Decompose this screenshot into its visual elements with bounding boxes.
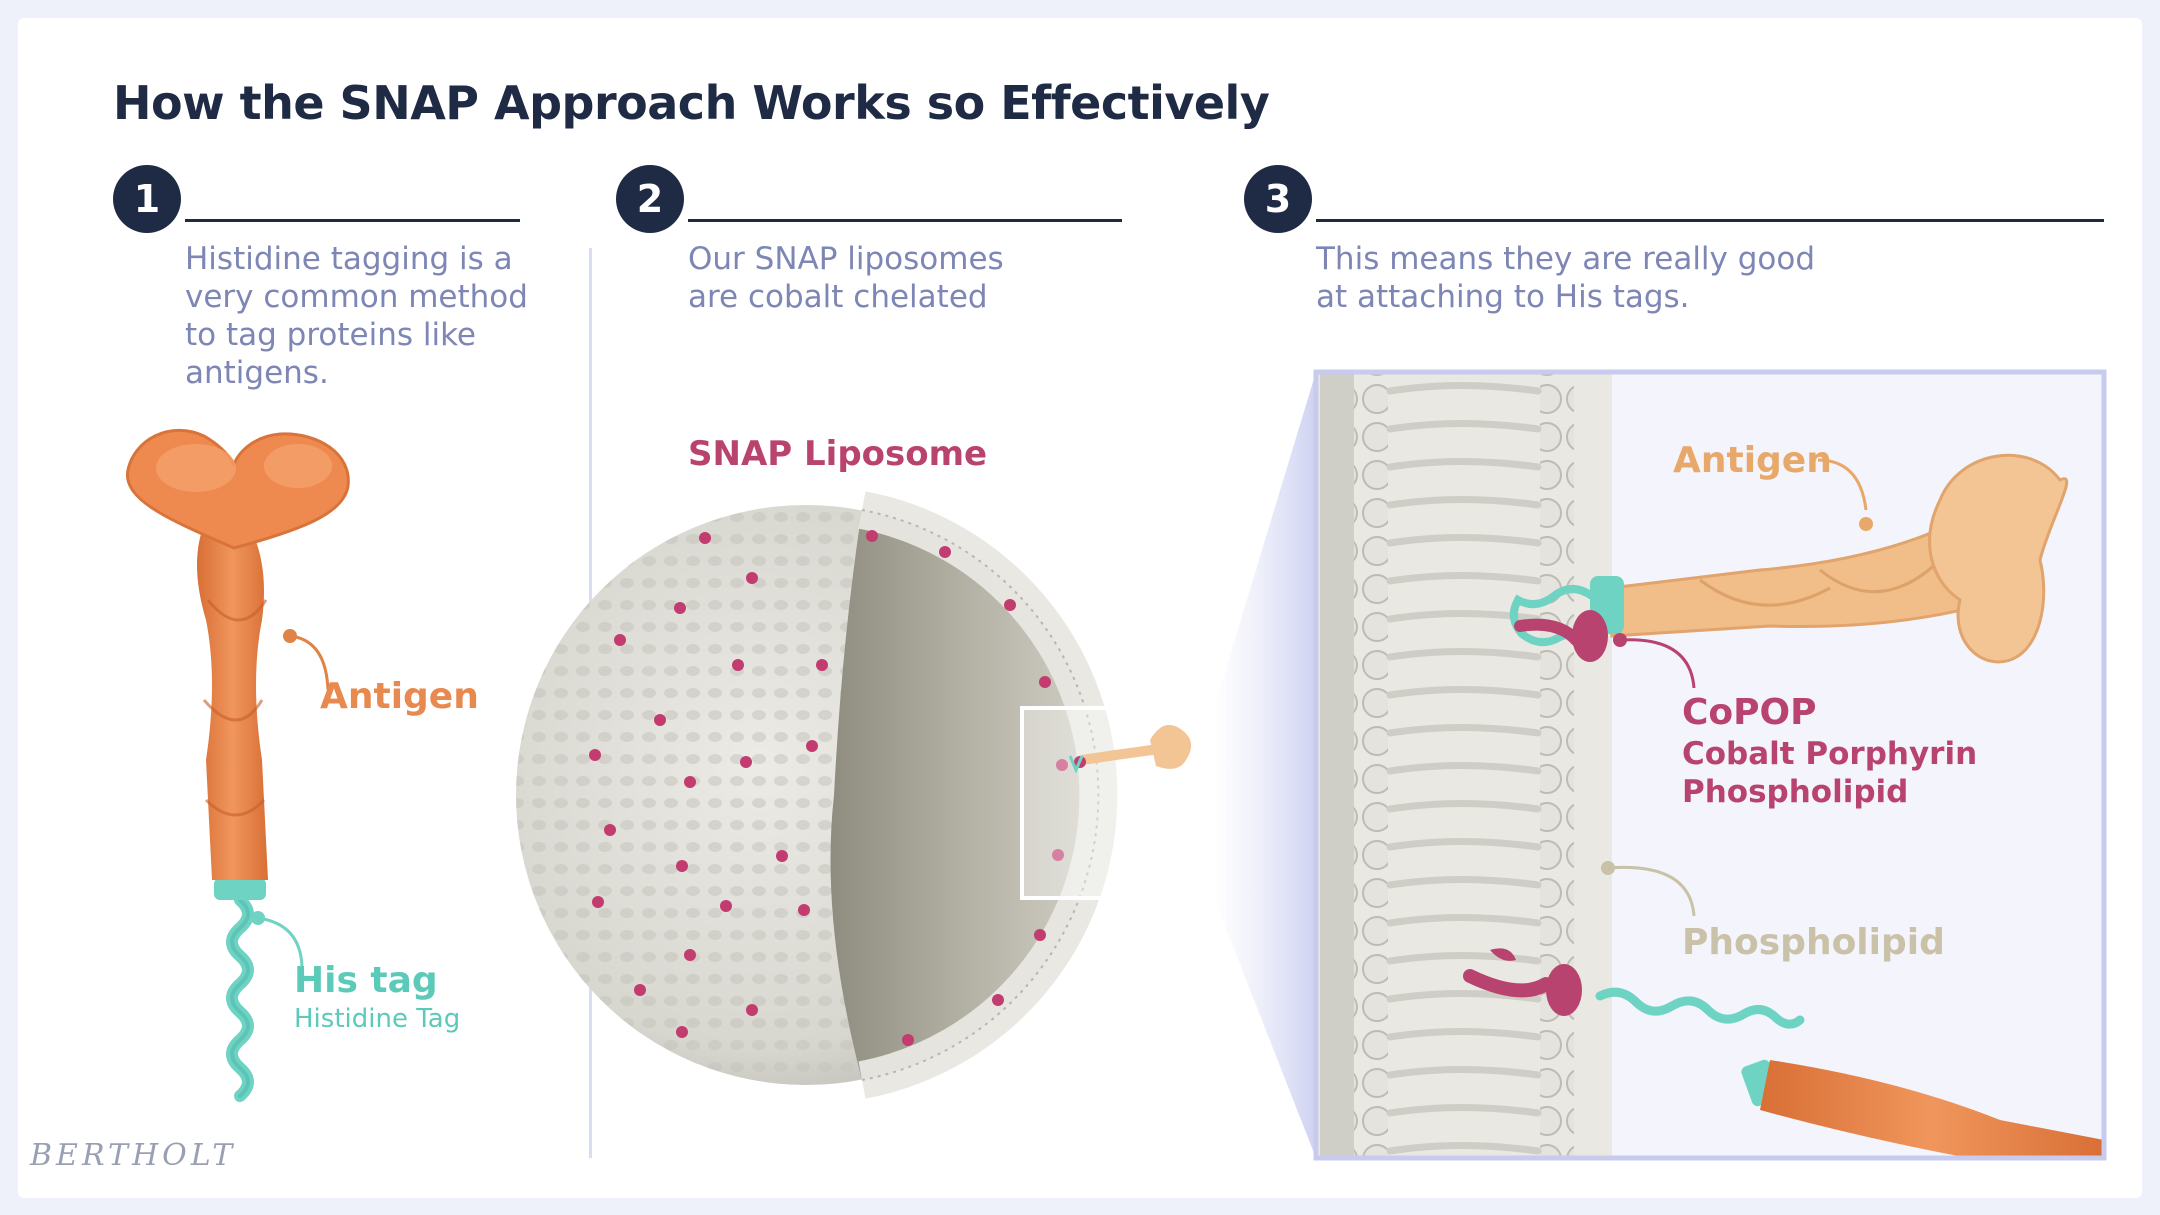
copop-label: CoPOP	[1682, 692, 1817, 733]
histag-sublabel: Histidine Tag	[294, 1004, 461, 1034]
step-1-text: Histidine tagging is a very common metho…	[185, 241, 528, 391]
antigen-label-1: Antigen	[320, 676, 479, 717]
histag-label: His tag	[294, 960, 438, 1001]
step-3-underline	[1316, 219, 2104, 222]
liposome-cutaway	[830, 510, 1099, 1080]
step-2-text: Our SNAP liposomes are cobalt chelated	[688, 241, 1004, 315]
step-1-badge: 1	[113, 165, 181, 233]
zoom-cone	[1214, 372, 1316, 1158]
antigen-illustration-1	[126, 428, 350, 1102]
phospholipid-label: Phospholipid	[1682, 922, 1945, 963]
step-2-badge: 2	[616, 165, 684, 233]
copop-dots	[589, 530, 1068, 1046]
phospholipid-tails	[1386, 382, 1542, 1155]
closeup-frame	[1313, 369, 2107, 1161]
copop-closeup	[1572, 610, 1608, 662]
page-title: How the SNAP Approach Works so Effective…	[113, 76, 1270, 130]
step-1-underline	[185, 219, 520, 222]
membrane-closeup	[1316, 372, 2104, 1158]
snap-liposome-label: SNAP Liposome	[688, 434, 988, 474]
copop-sublabel-2: Phospholipid	[1682, 774, 1909, 810]
step-3-badge: 3	[1244, 165, 1312, 233]
antigen-stalk	[197, 520, 268, 880]
liposome-illustration	[516, 491, 1216, 1099]
his-tag-collar	[214, 878, 266, 900]
copop-sublabel-1: Cobalt Porphyrin	[1682, 736, 1978, 772]
step-2-underline	[688, 219, 1122, 222]
step-3-text: This means they are really good at attac…	[1316, 241, 1816, 315]
artist-signature: BERTHOLT	[30, 1138, 237, 1173]
his-tag-closeup	[1509, 585, 1596, 648]
antigen-label-3: Antigen	[1673, 440, 1832, 481]
